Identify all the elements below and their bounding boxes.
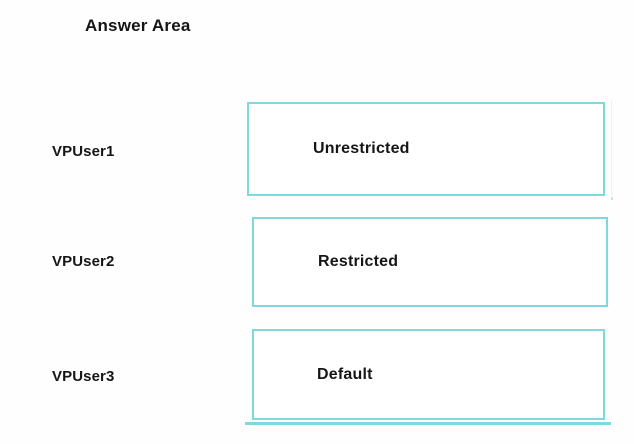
answer-dropdown-vpuser3-underline bbox=[245, 422, 611, 425]
answer-value-vpuser2: Restricted bbox=[318, 253, 399, 270]
scan-artifact-dot bbox=[611, 197, 613, 200]
answer-dropdown-vpuser2[interactable]: Restricted bbox=[252, 217, 608, 307]
answer-dropdown-vpuser3[interactable]: Default bbox=[252, 329, 605, 420]
answer-dropdown-vpuser1[interactable]: Unrestricted bbox=[247, 102, 605, 196]
page-title: Answer Area bbox=[85, 16, 191, 35]
row-label-vpuser2: VPUser2 bbox=[52, 253, 115, 270]
answer-value-vpuser1: Unrestricted bbox=[313, 140, 410, 157]
scan-artifact-line bbox=[611, 100, 612, 196]
row-label-vpuser1: VPUser1 bbox=[52, 143, 115, 160]
row-label-vpuser3: VPUser3 bbox=[52, 368, 115, 385]
answer-value-vpuser3: Default bbox=[317, 365, 373, 383]
